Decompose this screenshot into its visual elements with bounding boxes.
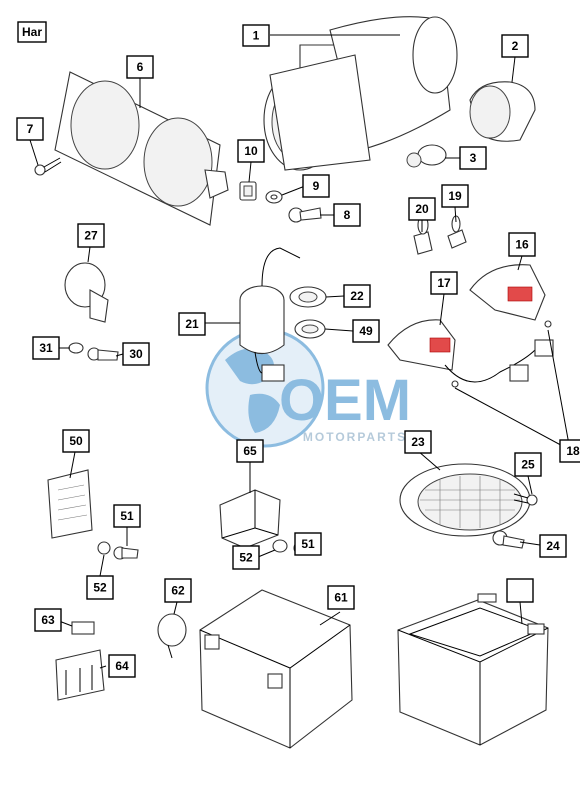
callout-label: 20 — [415, 202, 429, 216]
callout-label: 51 — [120, 509, 134, 523]
callout-51-b: 51 — [294, 532, 322, 556]
bolt-icon — [288, 207, 322, 223]
bolt-icon — [68, 342, 119, 361]
bolt-icon — [97, 539, 321, 560]
callout-label: 63 — [41, 613, 55, 627]
callout-label: 65 — [243, 444, 257, 458]
watermark-brand: OEM — [279, 368, 411, 433]
battery-icon — [199, 589, 353, 749]
screw-icon — [34, 157, 62, 176]
bulb-icon — [413, 215, 467, 255]
corner-label: Har — [17, 21, 47, 43]
watermark: OEM MOTORPARTS — [205, 328, 411, 448]
buzzer-icon — [64, 262, 109, 323]
callout-51: 51 — [113, 504, 141, 528]
callout-label: 51 — [301, 537, 315, 551]
callout-label: 9 — [313, 179, 320, 193]
callout-label: 52 — [93, 581, 107, 595]
callout-24: 24 — [539, 534, 567, 558]
wire-harness-icon — [444, 320, 554, 388]
callout-60: 61 — [327, 585, 355, 610]
regulator-icon — [47, 469, 93, 539]
callout-30: 30 — [122, 342, 150, 366]
callout-label: 31 — [39, 341, 53, 355]
callout-label: 21 — [185, 317, 199, 331]
callout-65 — [506, 578, 534, 603]
callout-16: 16 — [508, 232, 536, 257]
corner-label-text: Har — [22, 25, 42, 39]
callout-label: 16 — [515, 238, 529, 252]
callout-52-b: 52 — [232, 545, 260, 570]
callout-2: 2 — [501, 34, 529, 58]
headlight-lens-icon — [469, 81, 536, 142]
watermark-subtitle: MOTORPARTS — [303, 430, 407, 444]
callout-label: 25 — [521, 458, 535, 472]
callout-label: 24 — [546, 539, 560, 553]
callout-21: 21 — [178, 312, 206, 336]
callout-label: 8 — [344, 208, 351, 222]
callout-31: 31 — [32, 336, 60, 360]
callout-label: 6 — [137, 60, 144, 74]
callout-label: 7 — [27, 122, 34, 136]
callout-27: 27 — [77, 223, 105, 248]
callout-label: 22 — [350, 289, 364, 303]
callout-22: 22 — [343, 284, 371, 308]
fuse-holder-icon — [55, 649, 105, 701]
callout-9: 9 — [302, 174, 330, 198]
callout-label: 30 — [129, 347, 143, 361]
ring-icon — [289, 286, 327, 339]
callout-49: 49 — [352, 319, 380, 343]
battery-icon — [397, 593, 549, 746]
callout-17: 17 — [430, 271, 458, 295]
callout-1: 1 — [242, 24, 270, 47]
lamp-frame-icon — [54, 71, 229, 226]
relay-icon — [219, 489, 281, 549]
callout-20: 20 — [408, 197, 436, 221]
callout-10: 10 — [237, 139, 265, 163]
callout-19: 19 — [441, 184, 469, 208]
callout-label: 52 — [239, 551, 253, 565]
callout-50: 50 — [62, 429, 90, 453]
callout-label: 50 — [69, 434, 83, 448]
callout-25: 25 — [514, 452, 542, 477]
callout-6: 6 — [126, 55, 154, 79]
callout-label: 64 — [115, 659, 129, 673]
bulb-socket-icon — [406, 144, 447, 168]
callout-label: 19 — [448, 189, 462, 203]
ignition-switch-icon — [239, 247, 301, 382]
tail-light-icon — [399, 463, 531, 537]
callout-label: 62 — [171, 584, 185, 598]
callout-3: 3 — [459, 146, 487, 170]
callout-7: 7 — [16, 117, 44, 141]
callout-62: 63 — [34, 608, 62, 632]
callout-63: 64 — [108, 654, 136, 678]
callout-label: 27 — [84, 229, 98, 243]
turn-signal-icon — [387, 264, 546, 371]
callout-61: 62 — [164, 578, 192, 603]
callout-label: 23 — [411, 435, 425, 449]
callout-label: 2 — [512, 39, 519, 53]
starter-relay-icon — [157, 613, 187, 659]
callout-23: 23 — [404, 430, 432, 454]
callout-8: 8 — [333, 203, 361, 227]
callout-label: 49 — [359, 324, 373, 338]
callout-label: 18 — [566, 444, 580, 458]
fuse-icon — [71, 621, 95, 635]
rubber-pad-icon — [239, 181, 257, 201]
callout-52: 52 — [86, 575, 114, 600]
headlight-housing-icon — [263, 16, 458, 171]
screw-icon — [492, 493, 538, 549]
callout-label: 61 — [334, 591, 348, 605]
washer-icon — [265, 190, 283, 204]
callout-label: 3 — [470, 151, 477, 165]
callout-label: 10 — [244, 144, 258, 158]
callout-label: 1 — [253, 29, 260, 43]
callout-label: 17 — [437, 276, 451, 290]
callout-18: 18 — [559, 439, 580, 463]
callout-64: 65 — [236, 439, 264, 463]
